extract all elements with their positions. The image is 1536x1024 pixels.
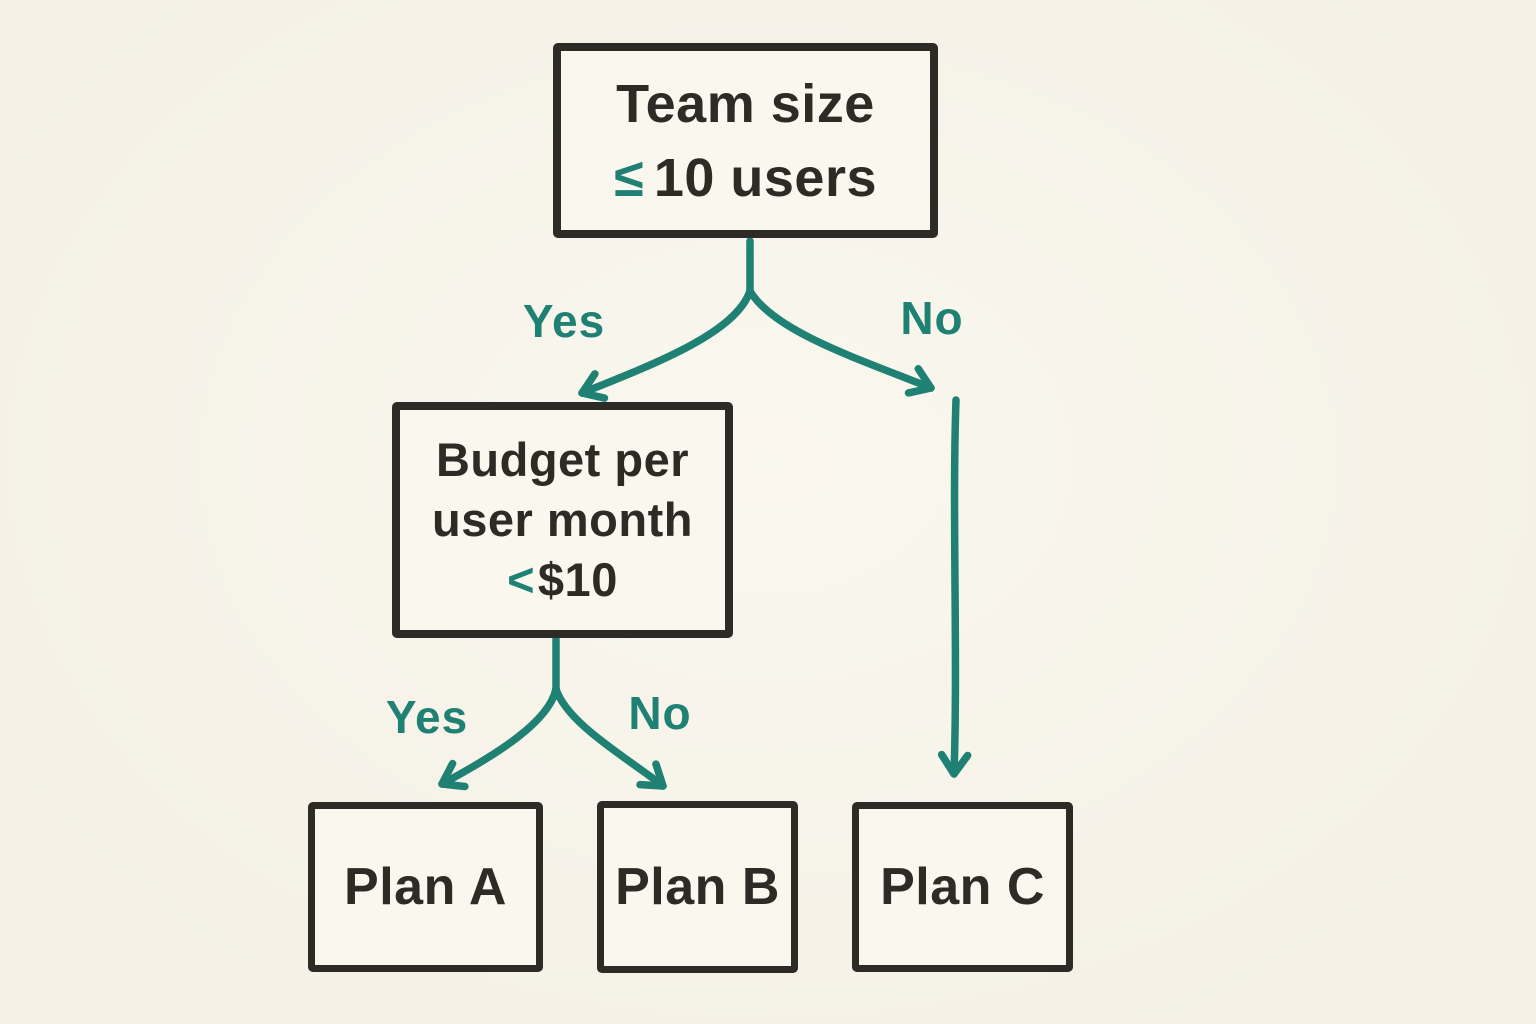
budget-line1: Budget per [435, 433, 690, 486]
root-yes-branch-arrow [578, 287, 754, 402]
edge-label-root-no: No [900, 292, 964, 344]
team-size-line1: Team size [616, 73, 875, 134]
budget-line2: user month [432, 493, 693, 546]
leaf-node-plan-b: Plan B [597, 801, 798, 973]
edge-label-budget-yes: Yes [385, 691, 469, 743]
team-size-line2: ≤10 users [614, 141, 877, 215]
decision-node-team-size: Team size ≤10 users [553, 43, 938, 238]
plan-a-label: Plan A [344, 858, 507, 916]
budget-amount: $10 [537, 553, 618, 606]
no-branch-vertical-arrow [937, 396, 972, 778]
less-than-operator: < [507, 553, 536, 606]
plan-b-label: Plan B [615, 858, 780, 916]
budget-line3: <$10 [507, 550, 618, 610]
leq-operator: ≤ [613, 147, 645, 208]
team-size-line2-text: 10 users [653, 147, 878, 208]
leaf-node-plan-a: Plan A [308, 802, 543, 972]
edge-label-root-yes: Yes [522, 295, 606, 347]
decision-node-budget: Budget per user month <$10 [392, 402, 733, 638]
plan-c-label: Plan C [880, 858, 1045, 916]
edge-label-budget-no: No [628, 687, 692, 739]
leaf-node-plan-c: Plan C [852, 802, 1073, 972]
